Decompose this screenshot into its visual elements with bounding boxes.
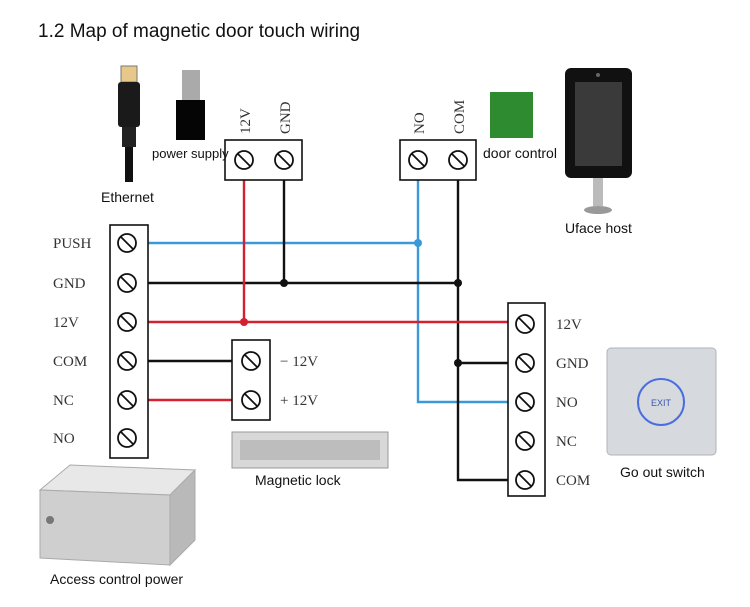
blue-wire-no <box>416 180 508 404</box>
magnetic-lock-image <box>231 431 389 469</box>
controller-labels: PUSH GND 12V COM NC NO <box>53 236 92 447</box>
magnetic-lock-label: Magnetic lock <box>255 472 342 488</box>
terminal-label: NO <box>556 395 578 411</box>
screw-slot <box>237 153 251 167</box>
terminal-label: + 12V <box>280 393 318 409</box>
junction-dot <box>240 318 248 326</box>
screw-slot <box>120 354 134 368</box>
uface-host-label: Uface host <box>565 220 632 236</box>
diagram-title: 1.2 Map of magnetic door touch wiring <box>38 21 360 42</box>
screw-slot <box>244 354 258 368</box>
controller-terminal-block <box>109 224 149 459</box>
black-wire-com <box>456 180 508 482</box>
terminal-label: NO <box>412 112 428 134</box>
junction-dots <box>240 239 462 367</box>
ethernet-label: Ethernet <box>101 189 154 205</box>
screw-slot <box>120 276 134 290</box>
terminal-label: NC <box>556 434 577 450</box>
door-control-label: door control <box>483 145 557 161</box>
exit-switch-image: EXIT <box>606 347 717 456</box>
screw-slot <box>518 317 532 331</box>
access-control-power-label: Access control power <box>50 571 183 587</box>
screw-slot <box>411 153 425 167</box>
terminal-label: − 12V <box>280 354 318 370</box>
exit-text: EXIT <box>651 398 672 408</box>
terminal-label: GND <box>556 356 589 372</box>
door-control-green-icon <box>490 92 533 138</box>
screw-slot <box>518 356 532 370</box>
screw-slot <box>120 315 134 329</box>
terminal-label: COM <box>556 473 590 489</box>
power-plug-image <box>176 70 205 140</box>
junction-dot <box>454 359 462 367</box>
go-out-switch-label: Go out switch <box>620 464 705 480</box>
terminal-label: PUSH <box>53 236 92 252</box>
terminal-label: 12V <box>53 315 79 331</box>
junction-dot <box>280 279 288 287</box>
screw-slot <box>120 431 134 445</box>
terminal-label: GND <box>53 276 86 292</box>
screw-slot <box>277 153 291 167</box>
terminal-label: COM <box>452 100 468 134</box>
terminal-label: GND <box>278 101 294 134</box>
uface-host-image <box>565 68 632 214</box>
access-control-power-image <box>38 464 197 567</box>
screw-slot <box>244 393 258 407</box>
switch-labels: 12V GND NO NC COM <box>556 317 590 489</box>
terminal-label: 12V <box>238 108 254 134</box>
power-supply-label: power supply <box>152 146 229 161</box>
screw-slot <box>451 153 465 167</box>
screw-slot <box>518 473 532 487</box>
terminal-label: 12V <box>556 317 582 333</box>
screw-terminals <box>117 150 535 490</box>
ethernet-cable-image <box>118 65 140 182</box>
screw-slot <box>518 395 532 409</box>
terminal-label: COM <box>53 354 87 370</box>
junction-dot <box>454 279 462 287</box>
terminal-label: NC <box>53 393 74 409</box>
screw-slot <box>120 393 134 407</box>
screw-slot <box>120 236 134 250</box>
screw-slot <box>518 434 532 448</box>
terminal-label: NO <box>53 431 75 447</box>
junction-dot <box>414 239 422 247</box>
